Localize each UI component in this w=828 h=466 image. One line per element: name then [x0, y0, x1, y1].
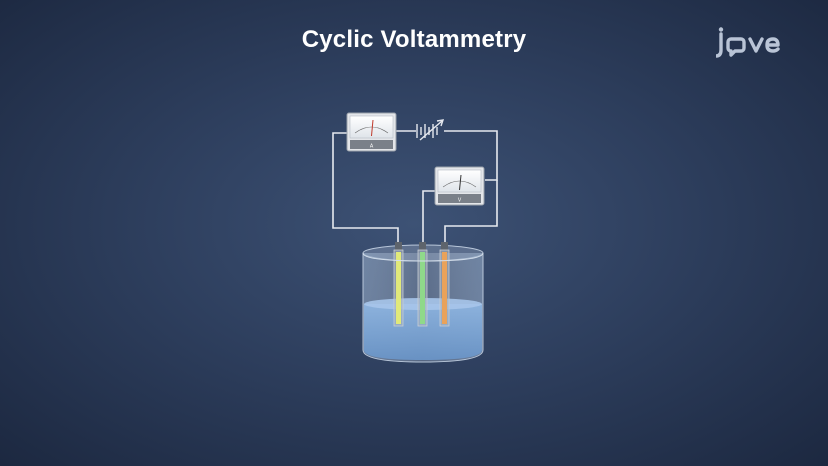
- ammeter: A: [346, 112, 397, 152]
- circuit-wires: [332, 130, 498, 242]
- jove-logo: [716, 27, 780, 58]
- voltmeter-label: V: [458, 198, 462, 204]
- working-electrode: [393, 242, 404, 327]
- reference-electrode: [417, 242, 428, 327]
- counter-electrode: [439, 242, 450, 327]
- ammeter-label: A: [370, 144, 374, 150]
- page-title: Cyclic Voltammetry: [301, 26, 527, 53]
- variable-voltage-source: [416, 119, 445, 141]
- voltmeter: V: [434, 166, 485, 206]
- beaker-front-rim: [362, 252, 484, 262]
- electrolyte-solution: [364, 298, 482, 360]
